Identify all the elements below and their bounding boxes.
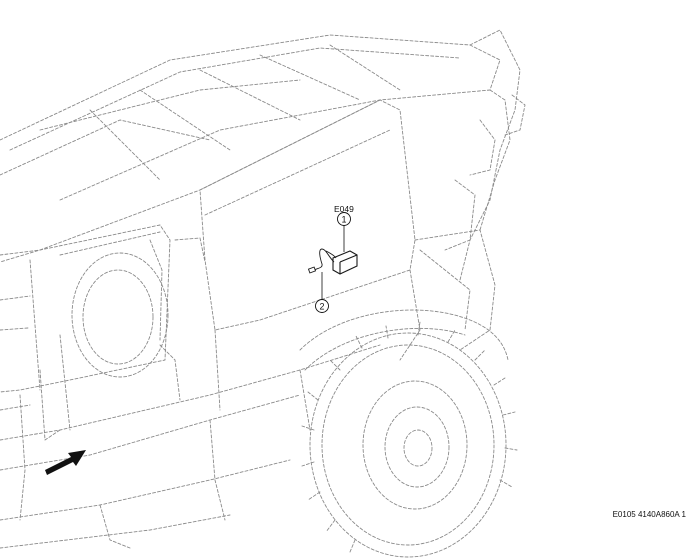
marker-lamp-assembly (307, 248, 358, 275)
figure-reference-code: E0105 4140A860A 1 (613, 510, 687, 519)
component-code-label: E049 (334, 204, 354, 214)
callout-1-number: 1 (341, 215, 346, 225)
callout-2: 2 (315, 272, 329, 313)
machine-body-outline (0, 29, 526, 558)
callout-1: E049 1 (334, 204, 354, 252)
callout-2-number: 2 (319, 302, 324, 312)
direction-arrow-icon (45, 450, 86, 475)
